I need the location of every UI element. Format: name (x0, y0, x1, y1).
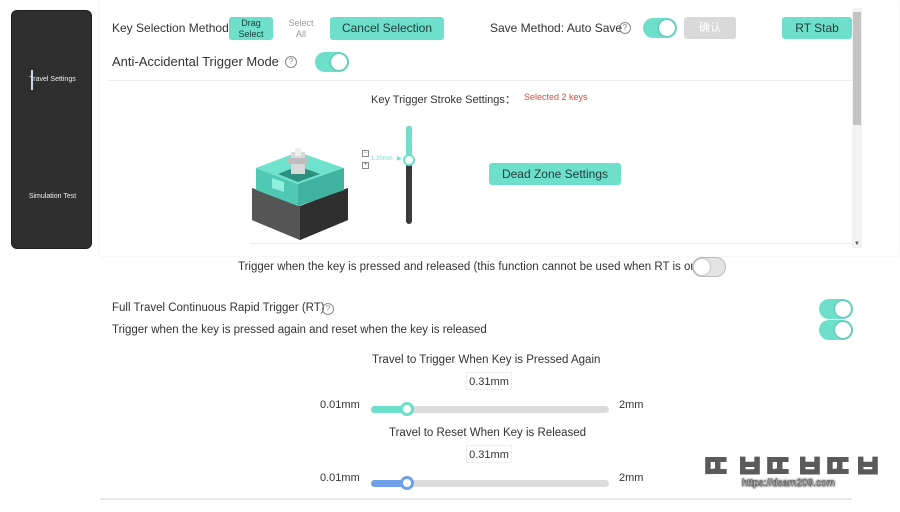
key-switch-illustration (252, 148, 348, 240)
press-again-slider-handle[interactable] (399, 402, 414, 416)
watermark-logo: ㄸ ㅂ ㄸ ㅂ ㄸ ㅂ https://dsam209.com (696, 440, 886, 496)
key-selection-label: Key Selection Method (112, 21, 229, 35)
stroke-slider-handle[interactable] (403, 154, 415, 167)
sidebar-item-travel-settings[interactable]: Travel Settings (12, 69, 93, 91)
watermark-glyph-icon: ㄸ (701, 449, 731, 486)
toggle-knob (835, 322, 851, 338)
press-again-max-label: 2mm (619, 399, 644, 411)
press-again-value[interactable]: 0.31mm (466, 372, 512, 390)
collapse-icon[interactable]: − (362, 150, 369, 157)
reset-slider-track[interactable] (371, 480, 609, 487)
stroke-slider-fill (406, 126, 412, 161)
reset-slider-fill (371, 480, 407, 487)
divider (250, 243, 852, 244)
anti-accidental-label: Anti-Accidental Trigger Mode (112, 54, 279, 69)
stroke-slider-track[interactable] (406, 126, 412, 224)
confirm-button[interactable]: 确认 (684, 17, 736, 39)
scrollbar-thumb[interactable] (853, 12, 861, 125)
rt-subtitle: Trigger when the key is pressed again an… (112, 324, 487, 336)
help-icon[interactable]: ? (322, 303, 334, 315)
divider (108, 80, 852, 81)
sidebar: Travel Settings Simulation Test (11, 10, 92, 249)
press-again-min-label: 0.01mm (320, 399, 360, 411)
settings-panel (100, 0, 899, 256)
rt-reset-toggle[interactable] (819, 320, 853, 340)
watermark-url: https://dsam209.com (742, 478, 835, 489)
anti-accidental-toggle[interactable] (315, 52, 349, 72)
reset-min-label: 0.01mm (320, 472, 360, 484)
save-method-toggle[interactable] (643, 18, 677, 38)
press-again-title: Travel to Trigger When Key is Pressed Ag… (372, 354, 601, 366)
drag-select-button[interactable]: Drag Select (229, 17, 273, 40)
toggle-knob (331, 54, 347, 70)
sidebar-item-label: Simulation Test (28, 193, 77, 200)
rt-toggle[interactable] (819, 299, 853, 319)
press-again-slider-fill (371, 406, 407, 413)
toggle-knob (835, 301, 851, 317)
pointer-icon: ▶ (397, 156, 402, 162)
watermark-glyph-icon: ㅂ (853, 449, 883, 486)
sidebar-item-label: Travel Settings (29, 76, 76, 83)
watermark-glyph-icon: ㅂ (795, 449, 825, 486)
watermark-glyph-icon: ㅂ (735, 449, 765, 486)
save-method-label: Save Method: Auto Save (490, 21, 623, 35)
press-release-trigger-toggle[interactable] (692, 257, 726, 277)
watermark-glyph-icon: ㄸ (823, 449, 853, 486)
reset-slider-handle[interactable] (399, 476, 414, 490)
panel-scrollbar[interactable]: ▼ (852, 8, 862, 248)
help-icon[interactable]: ? (619, 22, 631, 34)
dead-zone-settings-button[interactable]: Dead Zone Settings (489, 163, 621, 185)
cancel-selection-button[interactable]: Cancel Selection (330, 17, 444, 40)
reset-title: Travel to Reset When Key is Released (389, 427, 587, 439)
selected-keys-count: Selected 2 keys (524, 92, 588, 102)
reset-max-label: 2mm (619, 472, 644, 484)
help-icon[interactable]: ? (285, 56, 297, 68)
reset-value[interactable]: 0.31mm (466, 445, 512, 463)
rt-stab-button[interactable]: RT Stab (782, 17, 852, 39)
press-again-slider-track[interactable] (371, 406, 609, 413)
expand-icon[interactable]: + (362, 162, 369, 169)
select-all-button[interactable]: Select All (288, 18, 314, 39)
stroke-settings-title: Key Trigger Stroke Settings： (371, 94, 516, 106)
toggle-knob (694, 259, 710, 275)
sidebar-item-simulation-test[interactable]: Simulation Test (12, 193, 93, 200)
bottom-divider (100, 498, 852, 500)
watermark-glyph-icon: ㄸ (763, 449, 793, 486)
stroke-value-label: 1.20mm (371, 156, 393, 162)
toggle-knob (659, 20, 675, 36)
rt-title: Full Travel Continuous Rapid Trigger (RT… (112, 302, 325, 314)
press-release-trigger-label: Trigger when the key is pressed and rele… (238, 261, 701, 273)
scroll-down-arrow-icon[interactable]: ▼ (854, 241, 860, 247)
